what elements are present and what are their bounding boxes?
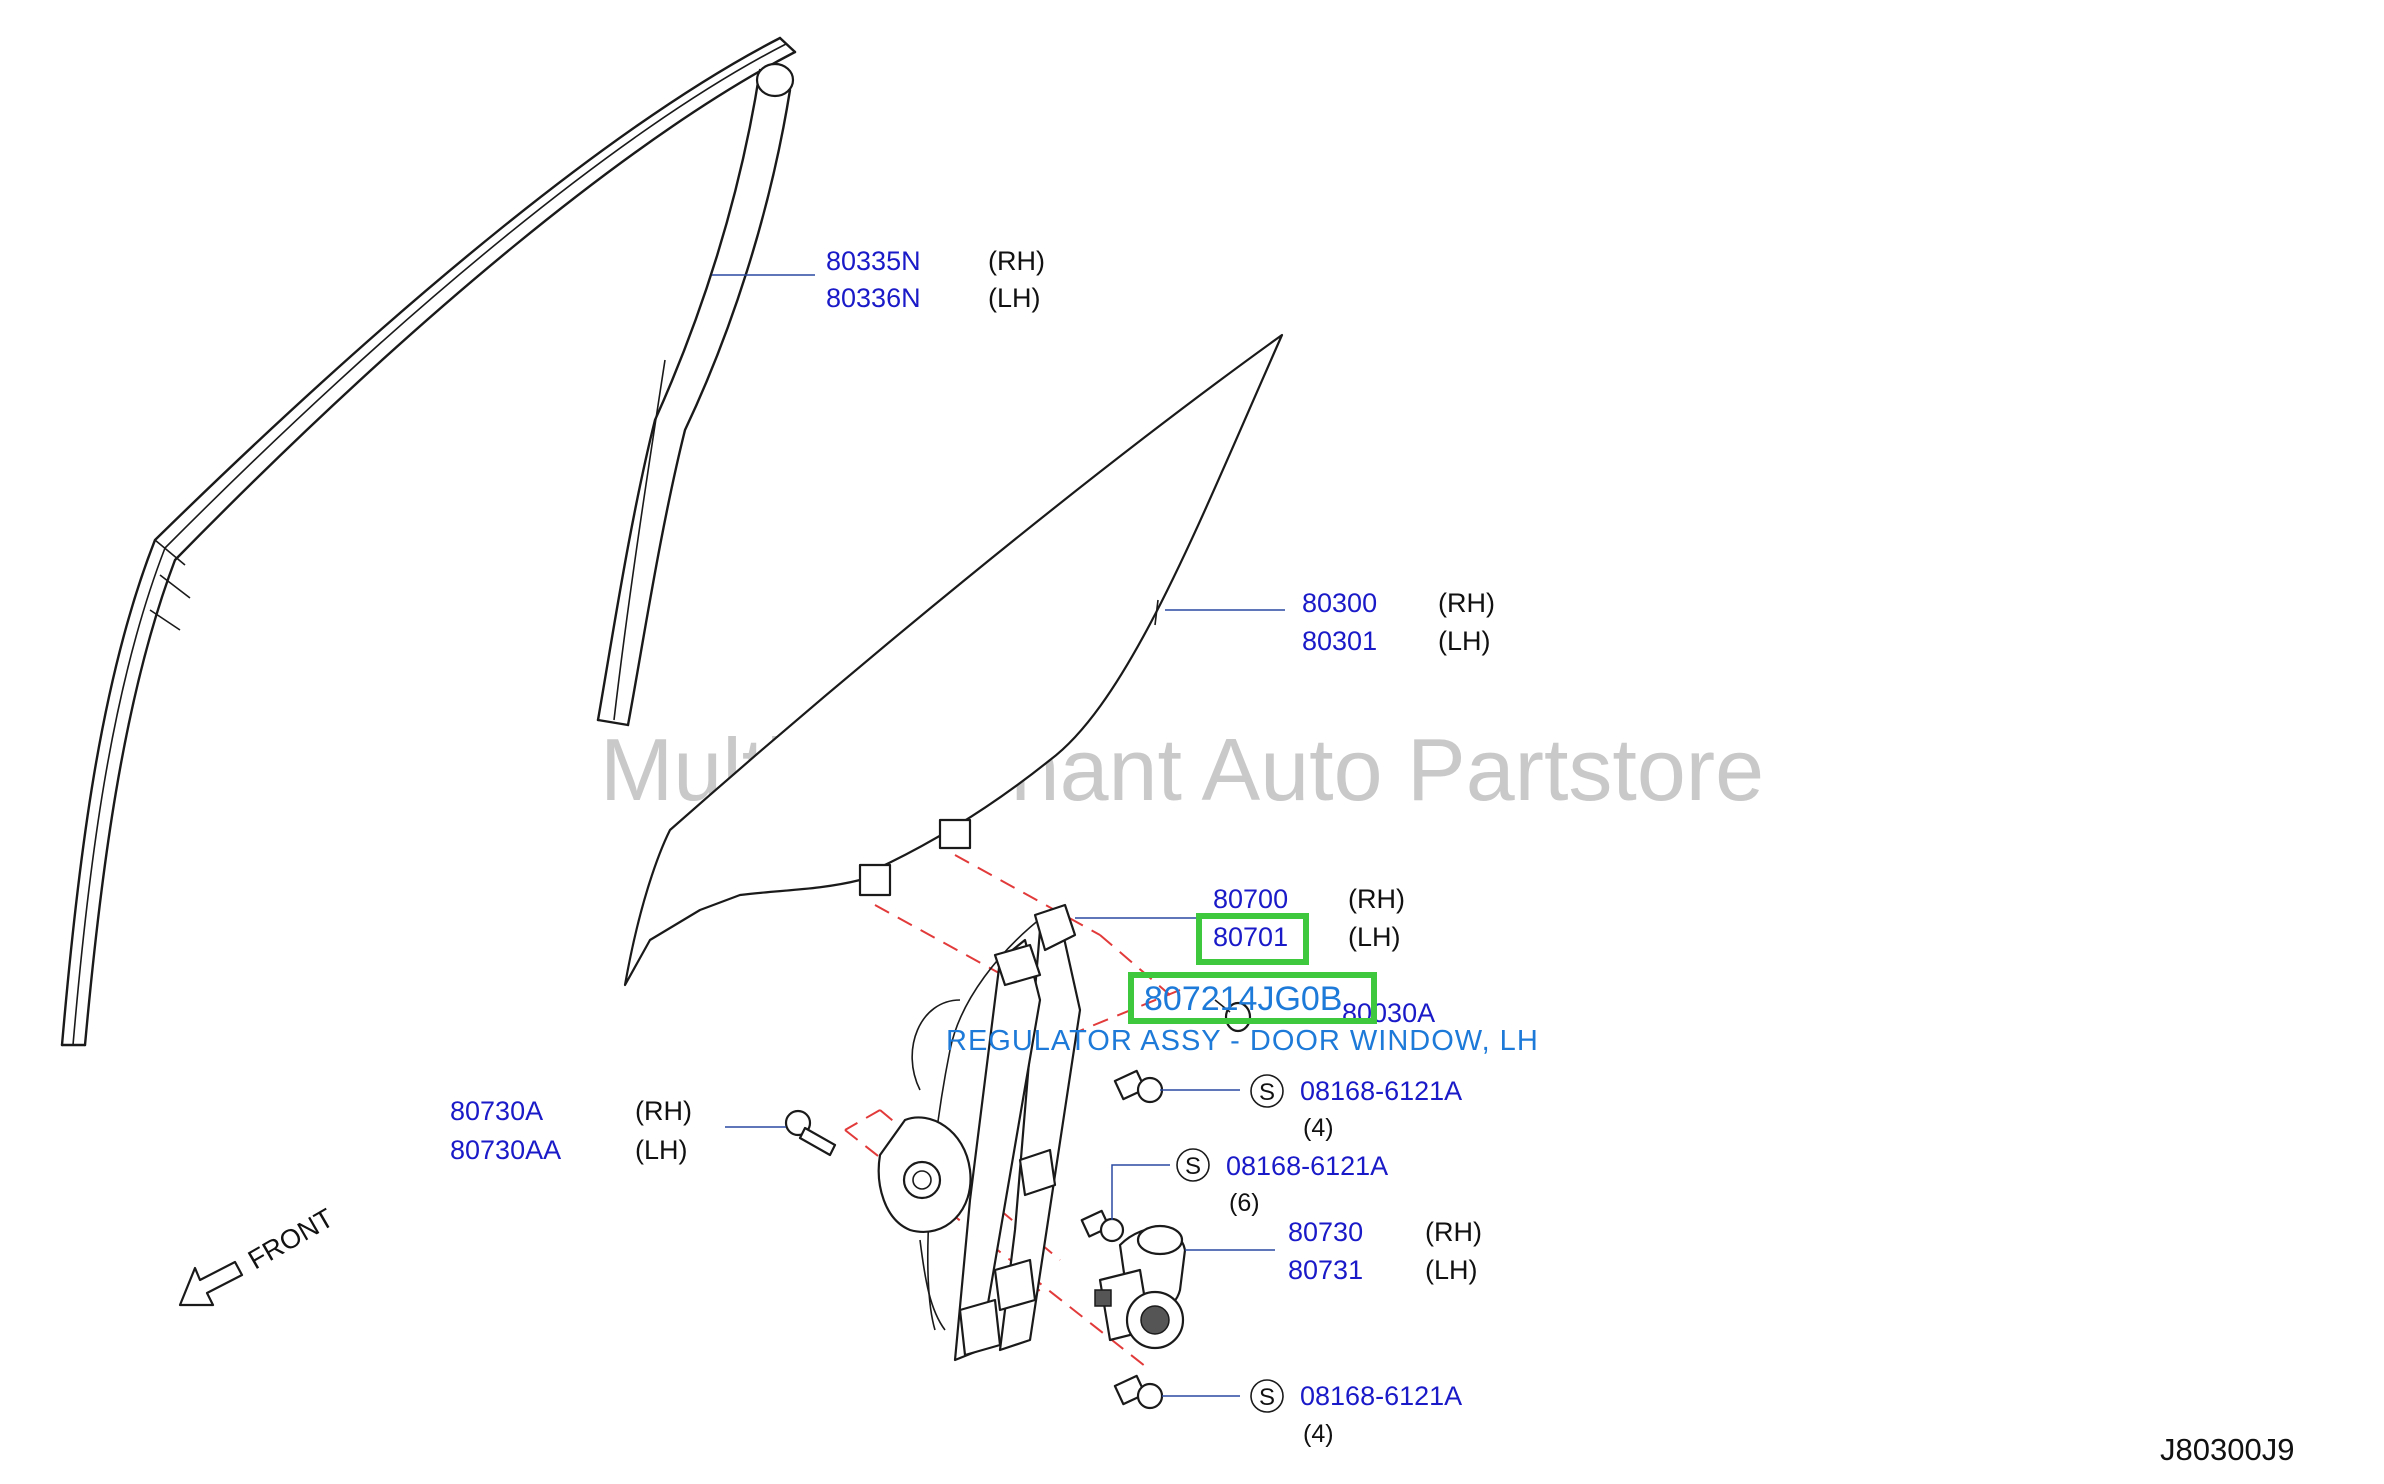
diagram-reference: J80300J9 — [2160, 1432, 2294, 1467]
part-number[interactable]: 08168-6121A — [1226, 1151, 1388, 1181]
highlight-box-80701 — [1196, 913, 1309, 965]
side-label: (RH) — [1438, 588, 1495, 618]
part-number[interactable]: 80731 — [1288, 1255, 1363, 1285]
quantity: (4) — [1303, 1114, 1334, 1142]
symbol-s: S — [1185, 1153, 1201, 1180]
part-number[interactable]: 80701 — [1213, 922, 1288, 952]
label-regulator: 80700 (RH) 80701 (LH) — [1196, 884, 1405, 965]
side-label: (LH) — [1425, 1255, 1478, 1285]
label-motor: 80730 (RH) 80731 (LH) — [1288, 1217, 1482, 1285]
part-number[interactable]: 80700 — [1213, 884, 1288, 914]
side-label: (RH) — [1425, 1217, 1482, 1247]
bolt-icon-top — [1113, 1069, 1240, 1104]
symbol-s: S — [1259, 1384, 1275, 1411]
label-bolt-bottom: S 08168-6121A (4) — [1250, 1379, 1462, 1448]
part-number[interactable]: 80300 — [1302, 588, 1377, 618]
part-number[interactable]: 80730 — [1288, 1217, 1363, 1247]
leader-lines — [712, 274, 1285, 1251]
label-screw: 80730A (RH) 80730AA (LH) — [450, 1096, 692, 1165]
highlight-part-number[interactable]: 807214JG0B — [1144, 980, 1343, 1018]
side-label: (LH) — [635, 1135, 688, 1165]
side-label: (RH) — [635, 1096, 692, 1126]
label-sash: 80335N (RH) 80336N (LH) — [826, 246, 1045, 313]
highlight-description: REGULATOR ASSY - DOOR WINDOW, LH — [946, 1025, 1539, 1057]
highlight-box-part-number — [1128, 972, 1377, 1024]
side-label: (LH) — [988, 283, 1041, 313]
side-label: (RH) — [988, 246, 1045, 276]
part-number[interactable]: 80730AA — [450, 1135, 561, 1165]
label-bolt-top: S 08168-6121A (4) — [1250, 1074, 1462, 1142]
side-label: (LH) — [1438, 626, 1491, 656]
selected-part-overlay: 807214JG0B REGULATOR ASSY - DOOR WINDOW,… — [946, 972, 1539, 1057]
symbol-s: S — [1259, 1079, 1275, 1106]
part-number[interactable]: 08168-6121A — [1300, 1076, 1462, 1106]
part-number[interactable]: 08168-6121A — [1300, 1381, 1462, 1411]
screw-icon — [725, 1109, 837, 1157]
front-direction-arrow: FRONT — [178, 1203, 339, 1307]
part-number[interactable]: 80301 — [1302, 626, 1377, 656]
quantity: (6) — [1229, 1189, 1260, 1217]
door-sash-outer — [60, 36, 797, 1047]
side-label: (RH) — [1348, 884, 1405, 914]
front-label: FRONT — [243, 1203, 339, 1275]
label-glass: 80300 (RH) 80301 (LH) — [1302, 588, 1495, 656]
part-number[interactable]: 80336N — [826, 283, 921, 313]
label-bolt-mid: S 08168-6121A (6) — [1176, 1148, 1388, 1217]
window-regulator — [877, 903, 1082, 1362]
bolt-icon-mid — [1080, 1164, 1170, 1243]
regulator-motor — [1094, 1224, 1187, 1350]
bolt-icon-bottom — [1113, 1374, 1240, 1410]
side-label: (LH) — [1348, 922, 1401, 952]
quantity: (4) — [1303, 1420, 1334, 1448]
part-number[interactable]: 80335N — [826, 246, 921, 276]
division-bar-sash — [596, 62, 795, 727]
part-number[interactable]: 80730A — [450, 1096, 543, 1126]
door-glass — [623, 333, 1284, 987]
